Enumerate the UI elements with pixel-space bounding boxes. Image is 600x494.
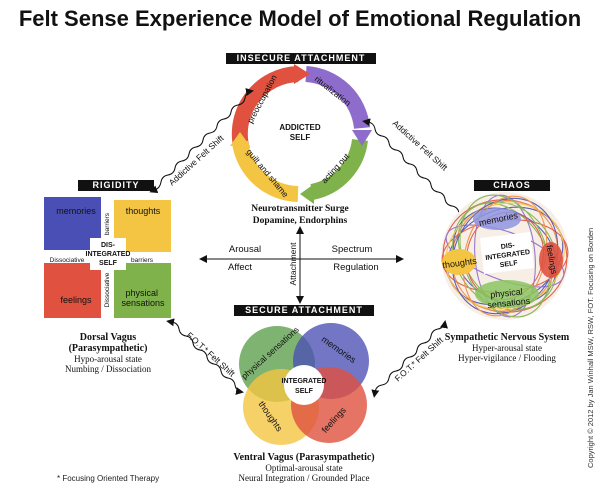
chaos-label-physical-text: physical — [490, 286, 523, 299]
cycle-caption-line-2: Dopamine, Endorphins — [253, 216, 348, 226]
axis-left-line-1: Arousal — [229, 244, 261, 255]
fot-shift-arrow-left — [166, 318, 244, 395]
chaos-thoughts-blob — [442, 249, 476, 275]
chaos-bar: CHAOS — [474, 180, 550, 191]
rigidity-dissociative-label-left: Dissociative — [50, 257, 85, 264]
fot-shift-arrow-right — [371, 320, 448, 398]
rigidity-caption-title-1: Dorsal Vagus — [79, 332, 137, 343]
cycle-arrowhead — [300, 184, 314, 204]
cycle-caption-line-1: Neurotransmitter Surge — [251, 204, 349, 214]
rigidity-barrier-label-top: barriers — [104, 212, 111, 235]
axis-vertical-label: Attachment — [288, 242, 298, 286]
copyright: Copyright © 2012 by Jan Winhall MSW, RSW… — [586, 227, 595, 468]
chaos-caption-line-1: Hyper-arousal state — [471, 343, 543, 353]
rigidity-label-thoughts: thoughts — [126, 206, 161, 216]
chaos-label-physical-text-line-2: sensations — [487, 296, 531, 310]
page-title: Felt Sense Experience Model of Emotional… — [18, 6, 582, 31]
axis-right-line-2: Regulation — [333, 262, 378, 273]
rigidity-bar: RIGIDITY — [78, 180, 154, 191]
chaos-center-line-3: SELF — [499, 260, 518, 270]
cycle-caption: Neurotransmitter Surge Dopamine, Endorph… — [251, 204, 349, 226]
rigidity-dissociative-label-bottom: Dissociative — [104, 272, 111, 307]
rigidity-caption-title-2: (Parasympathetic) — [68, 343, 148, 354]
chaos-caption-title: Sympathetic Nervous System — [444, 332, 570, 343]
venn-center — [284, 365, 324, 405]
footnote: * Focusing Oriented Therapy — [57, 474, 160, 483]
chaos-center-box — [480, 232, 534, 274]
cycle-segment-ritualization — [305, 66, 370, 130]
chaos-physical-blob — [475, 280, 539, 308]
cycle-segment-acting-out — [310, 138, 368, 200]
rigidity-panel: memories thoughts feelings physical sens… — [44, 197, 171, 318]
secure-attachment-bar: SECURE ATTACHMENT — [234, 305, 374, 316]
rigidity-quadrant-feelings — [44, 263, 101, 318]
rigidity-caption: Dorsal Vagus (Parasympathetic) Hypo-arou… — [38, 332, 178, 374]
rigidity-caption-line-2: Numbing / Dissociation — [65, 364, 151, 374]
rigidity-label-physical-text: physical — [125, 288, 158, 298]
secure-caption-line-1: Optimal-arousal state — [265, 463, 343, 473]
rigidity-label-feelings: feelings — [60, 295, 92, 305]
axis-right-line-1: Spectrum — [332, 244, 373, 255]
center-axes: Arousal Affect Spectrum Regulation Attac… — [199, 226, 404, 304]
venn-center-line-1: INTEGRATED — [282, 378, 327, 385]
rigidity-center-line-2: INTEGRATED — [86, 251, 131, 258]
secure-caption: Ventral Vagus (Parasympathetic) Optimal-… — [220, 452, 388, 483]
secure-venn: physical sensations memories thoughts fe… — [239, 323, 369, 445]
cycle-arrowhead — [294, 64, 310, 84]
chaos-feelings-blob — [539, 242, 563, 278]
rigidity-label-physical: physical sensations — [121, 288, 165, 308]
rigidity-caption-line-1: Hypo-arousal state — [74, 354, 142, 364]
axis-left-line-2: Affect — [228, 262, 252, 273]
chaos-memories-blob — [473, 208, 521, 230]
chaos-panel: memories thoughts feelings physical sens… — [441, 192, 569, 320]
chaos-label-physical: physical sensations — [486, 286, 531, 310]
secure-caption-title: Ventral Vagus (Parasympathetic) — [233, 452, 375, 463]
fot-shift-label-left: F.O.T.* Felt Shift — [185, 330, 238, 379]
chaos-caption: Sympathetic Nervous System Hyper-arousal… — [432, 332, 582, 363]
rigidity-barrier-label-right: barriers — [131, 257, 154, 264]
rigidity-quadrant-physical — [114, 263, 171, 318]
rigidity-label-physical-text-line-2: sensations — [121, 298, 165, 308]
rigidity-center-line-1: DIS- — [101, 242, 116, 249]
chaos-label-thoughts: thoughts — [442, 256, 478, 271]
rigidity-center-box — [90, 238, 126, 270]
addictive-shift-label-left: Addictive Felt Shift — [167, 133, 226, 188]
addiction-cycle: ADDICTED SELF preoccupation ritualizatio… — [230, 64, 372, 204]
chaos-caption-line-2: Hyper-vigilance / Flooding — [458, 353, 556, 363]
rigidity-label-memories: memories — [56, 206, 96, 216]
venn-center-line-2: SELF — [295, 388, 314, 395]
chaos-center-line-1: DIS- — [500, 242, 516, 251]
secure-caption-line-2: Neural Integration / Grounded Place — [238, 473, 370, 483]
addictive-shift-arrow-right — [362, 118, 467, 223]
rigidity-center-line-3: SELF — [99, 260, 118, 267]
cycle-center-line-2: SELF — [290, 133, 311, 142]
insecure-attachment-bar: INSECURE ATTACHMENT — [226, 53, 376, 64]
addictive-shift-arrow-left — [149, 88, 254, 193]
cycle-center-line-1: ADDICTED — [279, 123, 321, 132]
addictive-shift-label-right: Addictive Felt Shift — [391, 118, 450, 173]
